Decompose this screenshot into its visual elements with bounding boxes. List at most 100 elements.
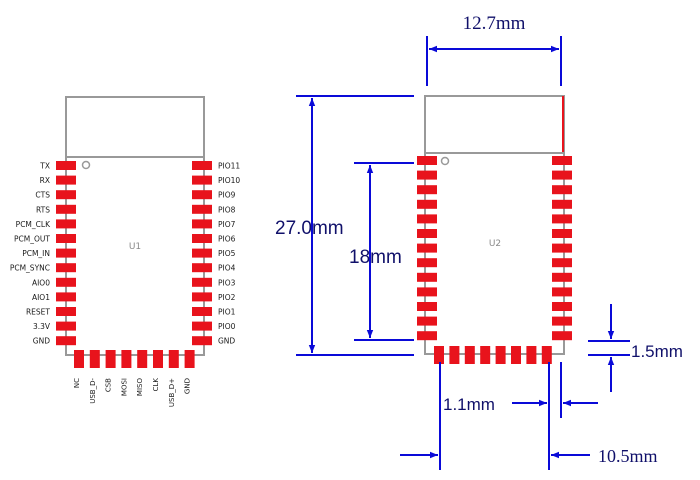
left-module-pad bbox=[56, 292, 76, 302]
left-module-designator: U1 bbox=[129, 242, 141, 252]
left-module-pad bbox=[56, 161, 76, 170]
right-module-pad bbox=[552, 287, 572, 297]
left-module-pad bbox=[137, 350, 148, 368]
pin-label: RTS bbox=[36, 205, 50, 214]
right-module-pad bbox=[552, 272, 572, 282]
left-module-pad bbox=[56, 234, 76, 243]
pin-label: PIO0 bbox=[218, 322, 236, 331]
left-module-pad bbox=[56, 321, 76, 331]
pin-label: PIO10 bbox=[218, 176, 240, 185]
pin-label: PIO2 bbox=[218, 293, 236, 302]
pin-label: PCM_IN bbox=[22, 249, 50, 258]
right-module-pad bbox=[552, 214, 572, 224]
right-module-pad bbox=[417, 185, 437, 195]
left-module-pad bbox=[121, 350, 132, 368]
left-module-pad bbox=[192, 219, 212, 229]
left-module-left-pin-labels: TXRXCTSRTSPCM_CLKPCM_OUTPCM_INPCM_SYNCAI… bbox=[10, 162, 51, 346]
right-module-pad bbox=[552, 229, 572, 238]
offset-dimension-label: 10.5mm bbox=[598, 446, 658, 466]
right-module-pin1-marker bbox=[440, 156, 450, 166]
pin-label: PCM_CLK bbox=[16, 220, 51, 229]
left-module-pad bbox=[56, 219, 76, 229]
pin-label: PIO8 bbox=[218, 205, 236, 214]
left-module-pin1-marker bbox=[81, 160, 91, 170]
left-module-pad bbox=[56, 307, 76, 316]
right-module-bottom-pads bbox=[434, 346, 552, 364]
left-module-right-pads bbox=[192, 161, 212, 346]
right-module-pad bbox=[541, 346, 552, 364]
left-module-pad bbox=[192, 204, 212, 214]
left-module-pad bbox=[105, 350, 116, 368]
pin-label: MOSI bbox=[120, 378, 128, 396]
left-module-pad bbox=[192, 161, 212, 170]
left-module-bottom-pads bbox=[74, 350, 195, 368]
right-module-pad bbox=[552, 185, 572, 195]
left-module-pad bbox=[192, 175, 212, 185]
pin-label: PIO1 bbox=[218, 308, 236, 317]
pin-label: AIO1 bbox=[32, 293, 50, 302]
pin-label: PIO11 bbox=[218, 162, 240, 171]
right-module-pad bbox=[417, 331, 437, 341]
pin-label: GND bbox=[218, 337, 235, 346]
pin-label: PCM_SYNC bbox=[10, 264, 50, 273]
pitch-dimension-label: 1.5mm bbox=[631, 342, 683, 361]
left-module-pad bbox=[192, 190, 212, 200]
left-module-pad bbox=[192, 234, 212, 243]
right-module-pad bbox=[417, 170, 437, 180]
right-module-body bbox=[424, 152, 565, 355]
left-module-right-pin-labels: PIO11PIO10PIO9PIO8PIO7PIO6PIO5PIO4PIO3PI… bbox=[218, 162, 240, 346]
right-module-pad bbox=[552, 170, 572, 180]
pad-span-dimension-label: 18mm bbox=[349, 247, 402, 268]
left-module-pad bbox=[56, 263, 76, 273]
left-module-pad bbox=[168, 350, 179, 368]
right-module: U2 bbox=[417, 95, 572, 364]
left-module-pad bbox=[89, 350, 100, 368]
left-module-pad bbox=[56, 248, 76, 258]
right-module-antenna-area bbox=[424, 95, 565, 154]
right-module-pad bbox=[552, 243, 572, 253]
pin-label: USB_D- bbox=[89, 378, 97, 404]
right-module-pad bbox=[417, 316, 437, 326]
height-dimension-label: 27.0mm bbox=[275, 218, 344, 239]
right-module-pad bbox=[417, 272, 437, 282]
pin-label: GND bbox=[184, 378, 192, 394]
right-module-pad bbox=[552, 156, 572, 165]
right-module-pad bbox=[552, 302, 572, 311]
left-module-body bbox=[65, 156, 205, 356]
left-module-pad bbox=[56, 277, 76, 287]
pin-label: RX bbox=[40, 176, 50, 185]
left-module-left-pads bbox=[56, 161, 76, 346]
right-module-right-pads bbox=[552, 156, 572, 341]
pin-label: CSB bbox=[105, 378, 113, 392]
pin-label: CTS bbox=[35, 191, 50, 200]
right-module-pad bbox=[552, 258, 572, 268]
pin-label: TX bbox=[39, 162, 50, 171]
left-module-pad bbox=[56, 190, 76, 200]
right-module-pad bbox=[449, 346, 460, 364]
pin-label: AIO0 bbox=[32, 278, 50, 287]
pin-label: MISO bbox=[136, 378, 144, 397]
gap-dimension-label: 1.1mm bbox=[443, 395, 495, 414]
left-module-pad bbox=[192, 263, 212, 273]
left-module-pad bbox=[192, 321, 212, 331]
pin-label: 3.3V bbox=[33, 322, 51, 331]
left-module-pad bbox=[192, 277, 212, 287]
width-dimension-label: 12.7mm bbox=[463, 13, 526, 34]
dimension-annotations bbox=[296, 36, 630, 470]
pin-label: PIO4 bbox=[218, 264, 236, 273]
right-module-pad bbox=[417, 287, 437, 297]
right-module-pad bbox=[552, 199, 572, 209]
left-module-pad bbox=[74, 350, 84, 368]
pin-label: NC bbox=[73, 378, 81, 388]
left-module-pad bbox=[56, 336, 76, 346]
right-module-pad bbox=[434, 346, 444, 364]
right-module-left-pads bbox=[417, 156, 437, 341]
right-module-pad bbox=[417, 199, 437, 209]
right-module-pad bbox=[417, 156, 437, 165]
left-module-antenna-area bbox=[65, 96, 205, 158]
right-module-pad bbox=[552, 331, 572, 341]
right-module-pad bbox=[552, 316, 572, 326]
right-module-pad bbox=[511, 346, 521, 364]
